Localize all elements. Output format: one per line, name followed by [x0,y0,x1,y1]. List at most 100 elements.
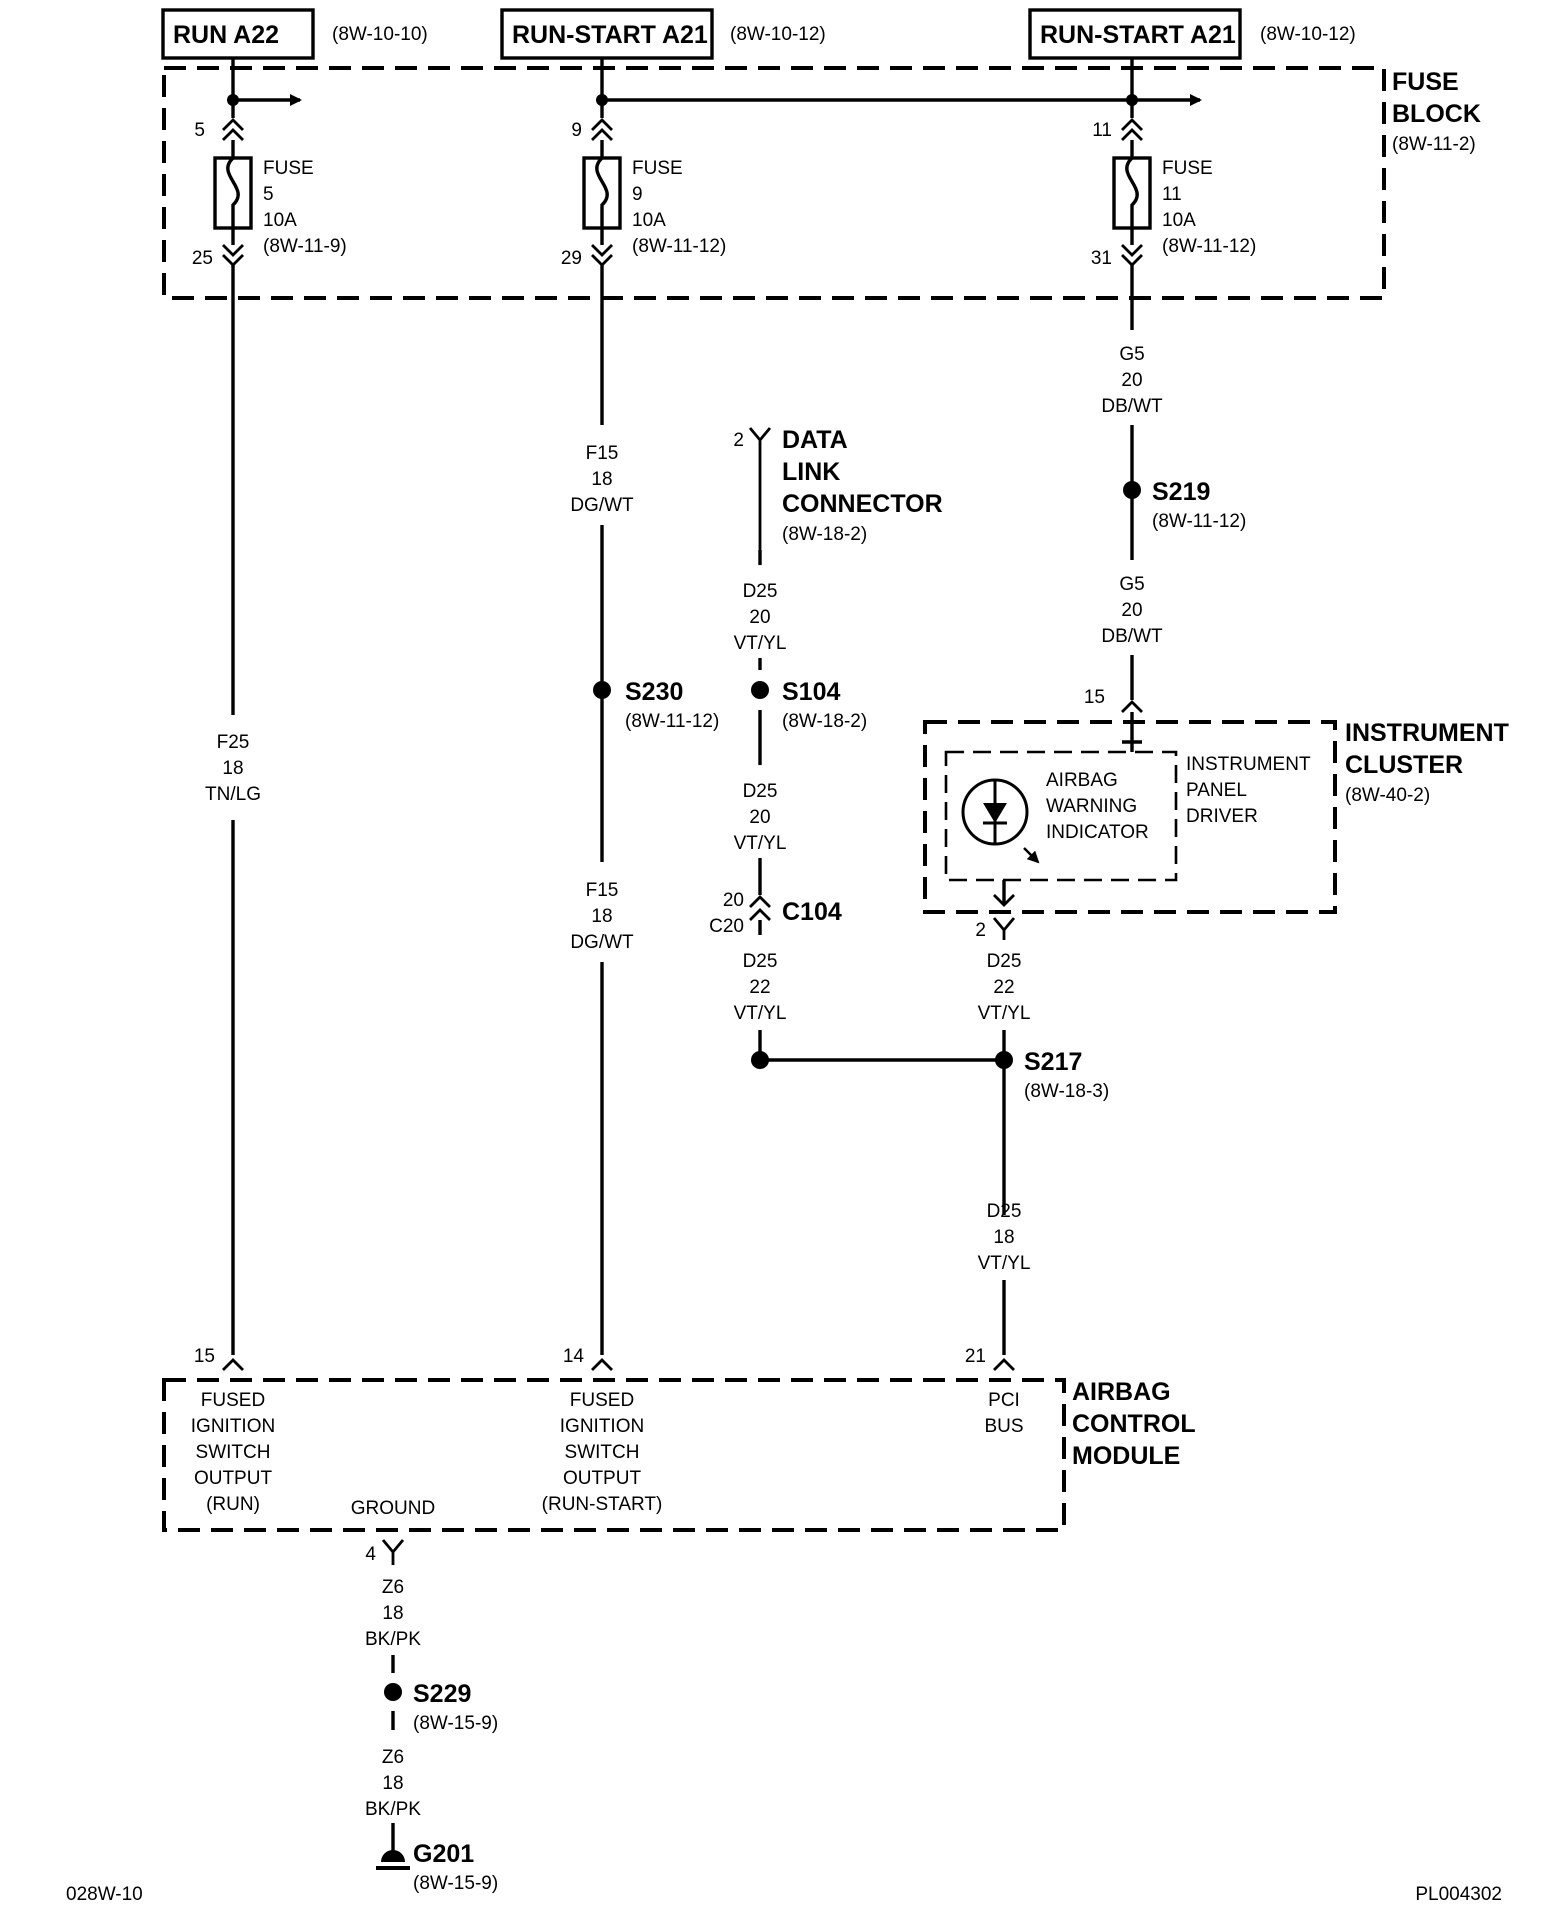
splice-dot-s229 [384,1683,402,1701]
ic-ref: (8W-40-2) [1345,785,1430,806]
instrument-cluster: INSTRUMENT CLUSTER (8W-40-2) INSTRUMENT … [923,712,1509,941]
splice-name: S229 [413,1680,471,1708]
ic-title: CLUSTER [1345,751,1463,779]
dlc-pin: 2 [733,430,744,451]
wire-color: TN/LG [205,784,261,805]
source-ref: (8W-10-12) [1260,24,1356,45]
fuse-number: 11 [1162,184,1182,205]
source-ref: (8W-10-12) [730,24,826,45]
wire-circuit: F25 [217,732,250,753]
fuse-ref: (8W-11-12) [632,236,726,257]
fuse-rating: 10A [632,210,666,231]
circuit-g5: G5 20 DB/WT S219 (8W-11-12) G5 20 DB/WT … [1084,265,1246,713]
circuit-f25: F25 18 TN/LG [205,265,261,1355]
footer-right: PL004302 [1415,1884,1502,1905]
splice-dot-s219 [1123,481,1141,499]
fuse-element [595,156,609,228]
connector-pin-symbol [381,1539,405,1565]
splice-dot-s230 [593,681,611,699]
wire-color: VT/YL [734,833,787,854]
fuse-in-pin: 9 [571,120,582,141]
ic-pin-in: 15 [1084,687,1105,708]
ic-title: INSTRUMENT [1345,719,1509,747]
wire-color: VT/YL [734,1003,787,1024]
wire-circuit: D25 [743,581,778,602]
acm-runstart-label: IGNITION [560,1416,644,1437]
airbag-control-module: AIRBAG CONTROL MODULE 15 14 21 FUSED IGN… [162,1346,1196,1565]
acm-title: CONTROL [1072,1410,1196,1438]
ground-g201-icon [376,1850,410,1870]
wire-color: BK/PK [365,1629,421,1650]
instrument-cluster-outline [923,720,1337,914]
connector-pin-symbol [591,244,613,267]
acm-run-label: SWITCH [196,1442,271,1463]
wire-gauge: 22 [749,977,770,998]
fuse-in-pin: 11 [1092,120,1112,141]
acm-ground-label: GROUND [351,1498,435,1519]
connector-pin-symbol [1121,700,1143,713]
connector-pin-symbol [591,1358,613,1371]
junction-dot [1126,94,1138,106]
connector-pin-symbol [222,244,244,267]
ic-pin-out: 2 [975,920,986,941]
wire-gauge: 18 [591,906,612,927]
acm-run-label: OUTPUT [194,1468,273,1489]
wire-gauge: 18 [222,758,243,779]
splice-name: S104 [782,678,840,706]
wire-gauge: 20 [1121,370,1142,391]
splice-name: S217 [1024,1048,1082,1076]
source-name: RUN A22 [173,21,279,49]
wire-gauge: 20 [749,607,770,628]
data-link-connector: 2 DATA LINK CONNECTOR (8W-18-2) D25 20 V… [709,426,1004,1069]
acm-runstart-label: (RUN-START) [542,1494,663,1515]
connector-pin-symbol [222,118,244,141]
wire-color: DB/WT [1101,396,1163,417]
acm-pin-ground: 4 [365,1544,376,1565]
splice-ref: (8W-11-12) [1152,511,1246,532]
connector-pin-symbol [993,1358,1015,1371]
source-name: RUN-START A21 [1040,21,1236,49]
fuse-out-pin: 29 [561,248,582,269]
connector-pin-symbol [222,1358,244,1371]
acm-pin-pci: 21 [965,1346,986,1367]
circuit-d25-ic: D25 22 VT/YL S217 (8W-18-3) D25 18 VT/YL [978,951,1109,1355]
fuse-block-title: BLOCK [1392,100,1481,128]
splice-ref: (8W-18-2) [782,711,867,732]
fuse-label: FUSE [263,158,314,179]
fuse-9: 9 29 FUSE 9 10A (8W-11-12) [561,118,726,269]
driver-label: DRIVER [1186,806,1258,827]
fuse-in-pin: 5 [194,120,205,141]
connector-pin-symbol [591,118,613,141]
acm-pci-label: BUS [984,1416,1023,1437]
wire-circuit: F15 [586,443,619,464]
connector-pin-symbol [748,427,772,550]
wire-circuit: D25 [987,1201,1022,1222]
fuse-number: 9 [632,184,643,205]
driver-label: INSTRUMENT [1186,754,1311,775]
splice-name: S230 [625,678,683,706]
connector-pin-symbol [992,917,1016,940]
acm-runstart-label: SWITCH [565,1442,640,1463]
fuse-number: 5 [263,184,274,205]
fuse-ref: (8W-11-12) [1162,236,1256,257]
wire-gauge: 18 [591,469,612,490]
source-ref: (8W-10-10) [332,24,428,45]
wire-gauge: 18 [993,1227,1014,1248]
source-box [161,8,315,60]
splice-name: S219 [1152,478,1210,506]
acm-run-label: IGNITION [191,1416,275,1437]
dlc-title: DATA [782,426,848,454]
splice-ref: (8W-15-9) [413,1873,498,1894]
fuse-rating: 10A [263,210,297,231]
footer-left: 028W-10 [66,1884,143,1905]
dlc-title: CONNECTOR [782,490,943,518]
acm-run-label: FUSED [201,1390,265,1411]
splice-ref: (8W-18-3) [1024,1081,1109,1102]
wire-gauge: 22 [993,977,1014,998]
source-name: RUN-START A21 [512,21,708,49]
wire-color: DB/WT [1101,626,1163,647]
source-box [1028,8,1242,60]
wire-gauge: 18 [382,1603,403,1624]
wire-circuit: G5 [1119,574,1144,595]
